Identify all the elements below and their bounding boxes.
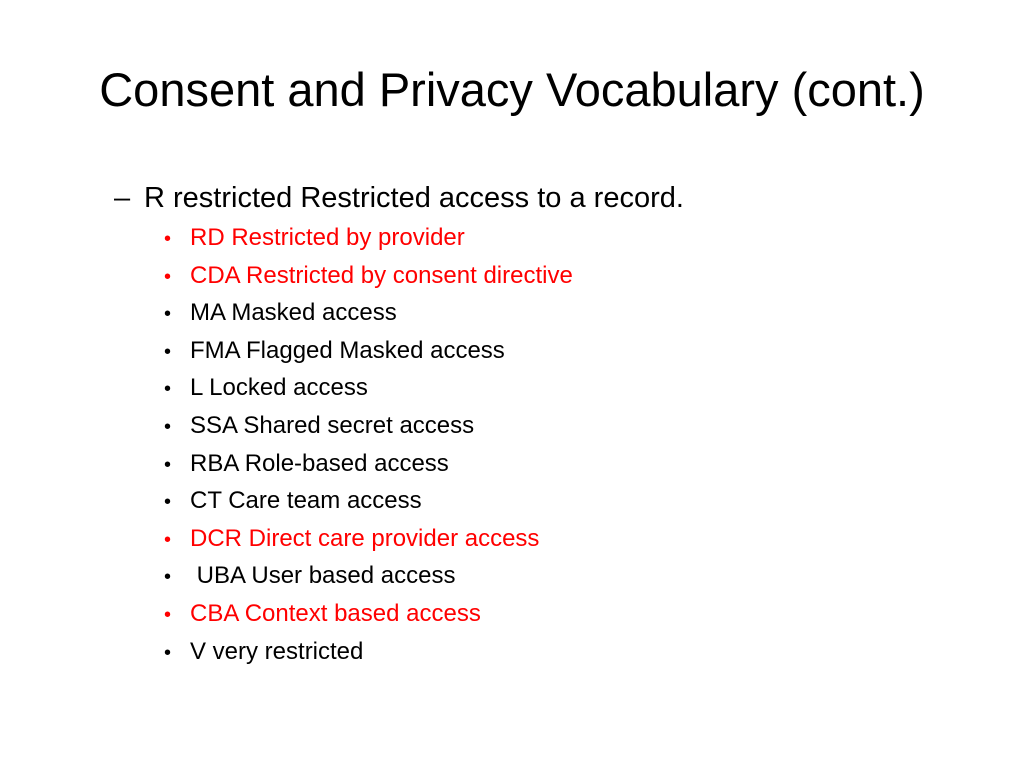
list-item-text: RD Restricted by provider (190, 224, 465, 251)
main-point-text: R restricted Restricted access to a reco… (144, 182, 684, 214)
list-item-text: RBA Role-based access (190, 449, 449, 477)
bullet-icon: • (164, 303, 172, 326)
list-item: • CDA Restricted by consent directive (164, 262, 573, 300)
bullet-icon: • (164, 453, 172, 476)
list-item-text: CT Care team access (190, 487, 422, 515)
list-item-text: V very restricted (190, 637, 364, 665)
list-item: • CBA Context based access (164, 600, 573, 638)
list-item: • CT Care team access (164, 487, 573, 525)
list-item: • RD Restricted by provider (164, 224, 573, 262)
sub-bullet-list: • RD Restricted by provider • CDA Restri… (164, 224, 573, 675)
list-item-text: MA Masked access (190, 299, 397, 327)
bullet-icon: • (164, 228, 172, 250)
list-item-text: DCR Direct care provider access (190, 524, 540, 552)
list-item-text: CDA Restricted by consent directive (190, 261, 573, 289)
list-item-text: L Locked access (190, 374, 368, 402)
bullet-icon: • (164, 265, 172, 288)
bullet-icon: • (164, 566, 172, 589)
list-item: • RBA Role-based access (164, 450, 573, 488)
list-item: • MA Masked access (164, 299, 573, 337)
list-item: • UBA User based access (164, 562, 573, 600)
list-item-text: FMA Flagged Masked access (190, 336, 505, 364)
bullet-icon: • (164, 528, 172, 551)
dash-marker: – (114, 182, 131, 214)
bullet-icon: • (164, 491, 172, 514)
list-item: • SSA Shared secret access (164, 412, 573, 450)
list-item: • L Locked access (164, 374, 573, 412)
list-item-text: UBA User based access (190, 562, 456, 590)
bullet-icon: • (164, 415, 172, 438)
list-item-text: CBA Context based access (190, 599, 481, 627)
list-item: • V very restricted (164, 638, 573, 676)
main-point: – R restricted Restricted access to a re… (114, 180, 684, 216)
list-item: • DCR Direct care provider access (164, 525, 573, 563)
slide-title: Consent and Privacy Vocabulary (cont.) (99, 63, 925, 116)
bullet-icon: • (164, 340, 172, 363)
list-item-text: SSA Shared secret access (190, 411, 475, 439)
bullet-icon: • (164, 641, 172, 664)
bullet-icon: • (164, 378, 172, 401)
list-item: • FMA Flagged Masked access (164, 337, 573, 375)
bullet-icon: • (164, 603, 172, 626)
